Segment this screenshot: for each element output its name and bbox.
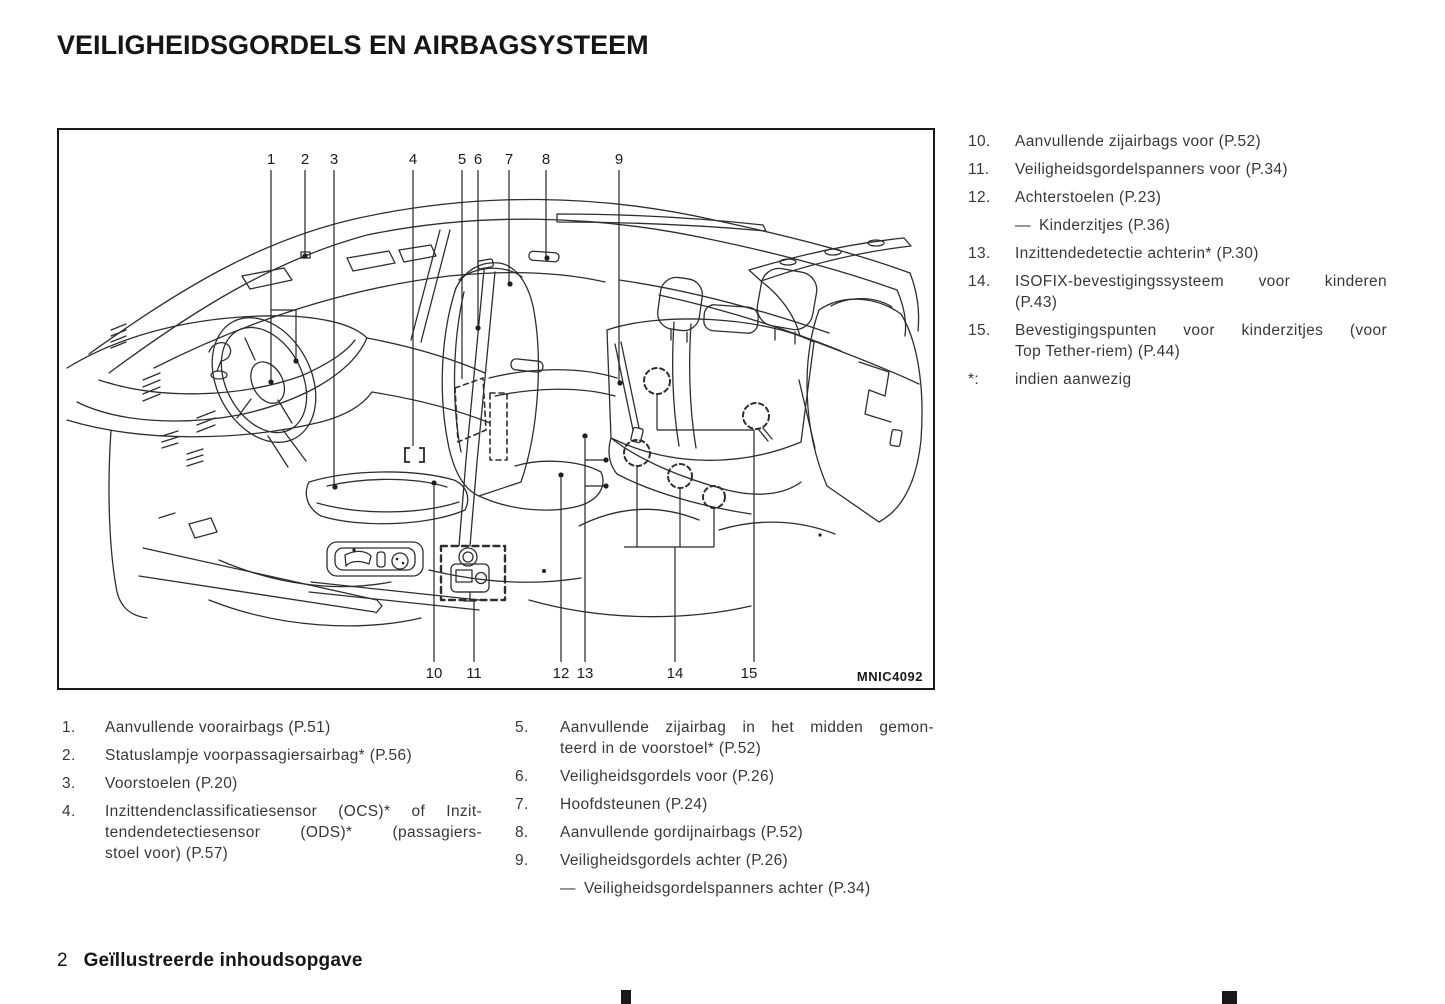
legend-item-text: Hoofdsteunen (P.24) — [560, 796, 708, 813]
legend-item-text: Bevestigingspunten voor kinderzitjes (vo… — [1015, 322, 1387, 360]
car-body-roof — [88, 198, 920, 385]
legend-item-text: Voorstoelen (P.20) — [105, 775, 238, 792]
legend-item-text: Veiligheidsgordelspanners voor (P.34) — [1015, 161, 1288, 178]
legend-item: 1. Aanvullende voorairbags (P.51) — [62, 717, 482, 738]
legend-item-text: Veiligheidsgordels voor (P.26) — [560, 768, 775, 785]
legend-item: 12. Achterstoelen (P.23) — [968, 187, 1387, 208]
legend-item-text: Veiligheidsgordels achter (P.26) — [560, 852, 789, 869]
rear-bench-seats — [606, 267, 818, 515]
print-registration-mark — [621, 990, 631, 1004]
callout-number: 9 — [615, 151, 623, 168]
legend-middle-column: 5. Aanvullende zijairbag in het midden ge… — [515, 717, 934, 906]
page-number: 2 — [57, 950, 68, 971]
callout-number: 8 — [542, 151, 550, 168]
legend-item-text: ISOFIX-bevestigingssysteem voor kinderen… — [1015, 273, 1387, 311]
legend-item-text: Inzittendenclassificatiesensor (OCS)* of… — [105, 803, 482, 862]
legend-item: 14. ISOFIX-bevestigingssysteem voor kinde… — [968, 271, 1387, 313]
legend-right-column: 10. Aanvullende zijairbags voor (P.52) 11.… — [968, 131, 1387, 397]
legend-item-number: 12. — [968, 189, 991, 206]
legend-item-number: 6. — [515, 768, 529, 785]
legend-item-text: Aanvullende zijairbags voor (P.52) — [1015, 133, 1261, 150]
legend-item-text: — Kinderzitjes (P.36) — [1015, 217, 1171, 234]
seatbelt-buckle-dashed-box — [439, 544, 507, 602]
isofix-tether-dashed-circles — [623, 367, 770, 509]
legend-item-text: Aanvullende gordijnairbags (P.52) — [560, 824, 804, 841]
callout-number: 11 — [466, 665, 482, 682]
floor-and-sill — [108, 429, 836, 627]
callout-number: 3 — [330, 151, 338, 168]
legend-item: *: indien aanwezig — [968, 369, 1387, 390]
legend-item-text: Statuslampje voorpassagiersairbag* (P.56… — [105, 747, 413, 764]
mirror-and-visors — [241, 244, 560, 290]
legend-subitem: — Veiligheidsgordelspanners achter (P.34… — [515, 878, 934, 899]
front-passenger-seat-and-belt — [410, 229, 618, 547]
legend-item: 15. Bevestigingspunten voor kinderzitjes … — [968, 320, 1387, 362]
legend-subitem: — Kinderzitjes (P.36) — [968, 215, 1387, 236]
callout-number: 15 — [741, 665, 758, 682]
legend-item: 5. Aanvullende zijairbag in het midden ge… — [515, 717, 934, 759]
legend-item-text: Achterstoelen (P.23) — [1015, 189, 1162, 206]
legend-left-column: 1. Aanvullende voorairbags (P.51) 2. Status… — [62, 717, 482, 871]
driver-seat — [305, 471, 480, 611]
callout-number: 1 — [267, 151, 275, 168]
callout-number: 6 — [474, 151, 482, 168]
callout-number: 10 — [426, 665, 443, 682]
legend-item-number — [515, 878, 560, 899]
side-airbag-dashed-markers — [454, 377, 508, 461]
callout-number: 12 — [553, 665, 570, 682]
legend-item-number: *: — [968, 371, 980, 388]
legend-item-text: Aanvullende zijairbag in het midden gemo… — [560, 719, 934, 757]
legend-item: 3. Voorstoelen (P.20) — [62, 773, 482, 794]
legend-item-number: 4. — [62, 803, 76, 820]
print-registration-mark — [1222, 991, 1237, 1004]
legend-item-number: 14. — [968, 273, 991, 290]
callout-number: 5 — [458, 151, 466, 168]
legend-item: 10. Aanvullende zijairbags voor (P.52) — [968, 131, 1387, 152]
legend-item-number: 5. — [515, 719, 529, 736]
callout-number: 7 — [505, 151, 513, 168]
legend-item-number: 9. — [515, 852, 529, 869]
legend-item-text: Inzittendedetectie achterin* (P.30) — [1015, 245, 1259, 262]
callout-endpoint-dots — [268, 253, 623, 490]
callout-number: 4 — [409, 151, 417, 168]
legend-item: 4. Inzittendenclassificatiesensor (OCS)* … — [62, 801, 482, 864]
legend-item-number — [968, 215, 1015, 236]
legend-item: 7. Hoofdsteunen (P.24) — [515, 794, 934, 815]
legend-item: 11. Veiligheidsgordelspanners voor (P.34) — [968, 159, 1387, 180]
legend-item: 8. Aanvullende gordijnairbags (P.52) — [515, 822, 934, 843]
legend-item: 13. Inzittendedetectie achterin* (P.30) — [968, 243, 1387, 264]
callout-number: 14 — [667, 665, 684, 682]
page-footer: 2 Geïllustreerde inhoudsopgave — [57, 950, 363, 972]
legend-item-text: indien aanwezig — [1015, 371, 1132, 388]
steering-wheel — [211, 317, 317, 468]
legend-item-number: 7. — [515, 796, 529, 813]
legend-item-number: 3. — [62, 775, 76, 792]
legend-item-text: — Veiligheidsgordelspanners achter (P.34… — [560, 880, 871, 897]
legend-item-number: 2. — [62, 747, 76, 764]
callout-number: 2 — [301, 151, 309, 168]
legend-item: 6. Veiligheidsgordels voor (P.26) — [515, 766, 934, 787]
legend-item: 9. Veiligheidsgordels achter (P.26) — [515, 850, 934, 871]
legend-item-number: 10. — [968, 133, 991, 150]
legend-item-text: Aanvullende voorairbags (P.51) — [105, 719, 331, 736]
section-title: Geïllustreerde inhoudsopgave — [83, 950, 363, 971]
legend-item: 2. Statuslampje voorpassagiersairbag* (P.… — [62, 745, 482, 766]
legend-item-number: 1. — [62, 719, 76, 736]
legend-item-number: 8. — [515, 824, 529, 841]
third-row-seat — [806, 298, 923, 523]
legend-item-number: 11. — [968, 161, 990, 178]
figure-code: MNIC4092 — [857, 669, 923, 684]
callout-leader-lines — [270, 170, 755, 662]
page-title: VEILIGHEIDSGORDELS EN AIRBAGSYSTEEM — [57, 30, 649, 60]
legend-item-number: 15. — [968, 322, 991, 339]
legend-item-number: 13. — [968, 245, 991, 262]
callout-number: 13 — [577, 665, 594, 682]
